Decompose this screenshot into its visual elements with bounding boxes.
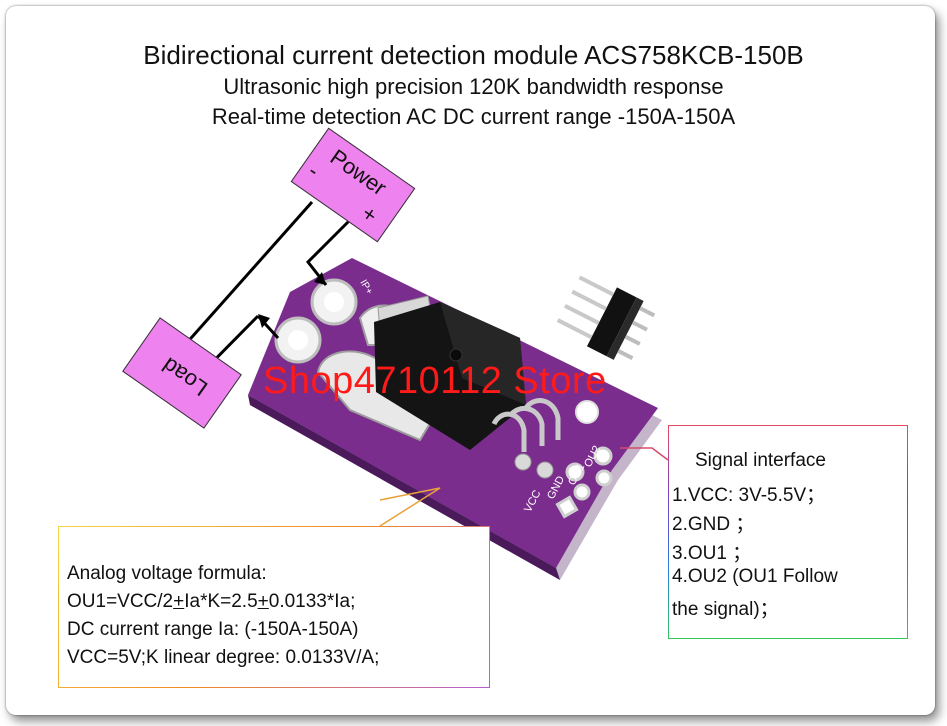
arrow-to-terminal-bottom — [258, 314, 270, 328]
signal-item-vcc: 1.VCC: 3V-5.5V； — [672, 485, 826, 506]
formula-plusminus-1: + — [173, 591, 185, 612]
ic-leg-3 — [523, 398, 561, 440]
power-tag-plus: + — [357, 200, 383, 229]
ic-leg-2 — [507, 406, 545, 446]
title-rest: current detection module ACS758KCB-150B — [284, 40, 804, 70]
leader-line-formula — [379, 487, 441, 527]
load-tag-label: Load — [157, 352, 213, 402]
formula-part-b: Ia*K=2.5 — [184, 591, 258, 612]
sensor-ic-mark — [449, 348, 463, 362]
formula-part-c: 0.0133*Ia; — [268, 591, 356, 612]
power-tag-minus: - — [303, 158, 325, 183]
wire-power-minus — [174, 201, 314, 356]
title-line-1: Bidirectional current detection module A… — [0, 38, 947, 72]
mounting-hole — [575, 400, 599, 424]
title-line-3: Real-time detection AC DC current range … — [211, 104, 736, 129]
signal-item-ou1: 3.OU1 ； — [672, 543, 752, 564]
signal-heading: Signal interface — [695, 450, 826, 471]
formula-box: Analog voltage formula: OU1=VCC/2+Ia*K=2… — [58, 526, 490, 688]
store-watermark: Shop4710112 Store — [263, 360, 607, 402]
pad-ou2 — [593, 446, 613, 466]
pad-ou1 — [565, 462, 585, 482]
signal-item-ou2-cont: the signal)； — [672, 599, 779, 620]
formula-line-1: Analog voltage formula: — [67, 563, 267, 584]
pad-aux-1 — [573, 483, 591, 501]
pad-square — [555, 495, 579, 519]
formula-plusminus-2: + — [257, 591, 269, 612]
signal-interface-box: Signal interface 1.VCC: 3V-5.5V； 2.GND ；… — [668, 425, 908, 639]
title-line-2: Ultrasonic high precision 120K bandwidth… — [223, 74, 724, 99]
formula-line-4: VCC=5V;K linear degree: 0.0133V/A; — [67, 647, 380, 668]
sensor-lead — [316, 350, 434, 442]
formula-line-3: DC current range Ia: (-150A-150A) — [67, 619, 359, 640]
signal-item-ou2: 4.OU2 (OU1 Follow — [672, 566, 838, 587]
pad-gnd — [536, 461, 554, 479]
title-block: Bidirectional current detection module A… — [0, 38, 947, 132]
formula-line-2: OU1=VCC/2+Ia*K=2.5+0.0133*Ia; — [67, 591, 355, 613]
title-strong: Bidirectional — [143, 40, 285, 70]
pin-header — [556, 275, 656, 360]
formula-part-a: OU1=VCC/2 — [67, 591, 174, 612]
leader-line-signal — [620, 447, 669, 461]
pad-vcc — [514, 453, 532, 471]
arrow-to-terminal-top — [314, 272, 326, 285]
signal-item-gnd: 2.GND ； — [672, 514, 755, 535]
pad-aux-2 — [595, 469, 613, 487]
